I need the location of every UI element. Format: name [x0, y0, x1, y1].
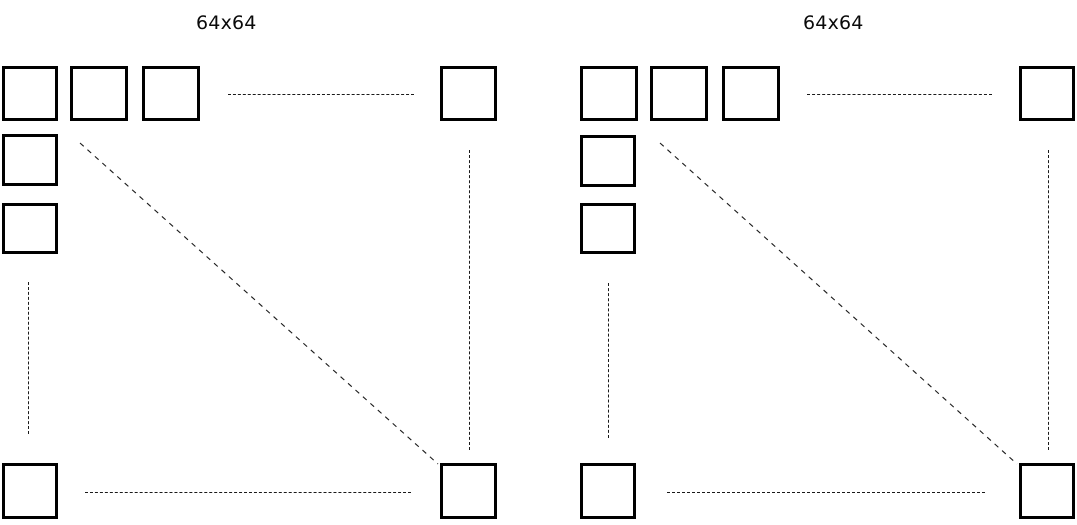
dash-row-bottom [667, 492, 985, 493]
grid-cell-r1-c0 [580, 135, 636, 187]
panel-title-right: 64x64 [803, 12, 864, 34]
grid-cell-r2-c0 [2, 203, 58, 254]
grid-cell-r0-cN [440, 66, 497, 121]
dash-col-left [28, 282, 29, 434]
grid-cell-rN-c0 [2, 463, 58, 519]
grid-panel-right: 64x64 [537, 0, 1077, 525]
grid-cell-rN-cN [440, 463, 497, 519]
dash-row-top [807, 94, 992, 95]
dash-row-top [228, 94, 414, 95]
dash-col-right [469, 150, 470, 450]
grid-cell-r0-cN [1019, 66, 1075, 121]
dash-col-right [1048, 150, 1049, 450]
grid-cell-r0-c0 [2, 66, 58, 121]
dash-row-bottom [85, 492, 411, 493]
grid-cell-rN-c0 [580, 463, 636, 519]
grid-panel-left: 64x64 [2, 12, 497, 519]
grid-cell-rN-cN [1019, 463, 1075, 519]
grid-cell-r0-c1 [650, 66, 708, 121]
grid-cell-r2-c0 [580, 203, 636, 254]
grid-cell-r0-c2 [142, 66, 200, 121]
grid-cell-r0-c2 [722, 66, 780, 121]
grid-cell-r0-c1 [70, 66, 128, 121]
grid-cell-r1-c0 [2, 134, 58, 186]
dash-col-left [608, 283, 609, 438]
panel-title-left: 64x64 [196, 12, 257, 34]
grid-cell-r0-c0 [580, 66, 638, 121]
